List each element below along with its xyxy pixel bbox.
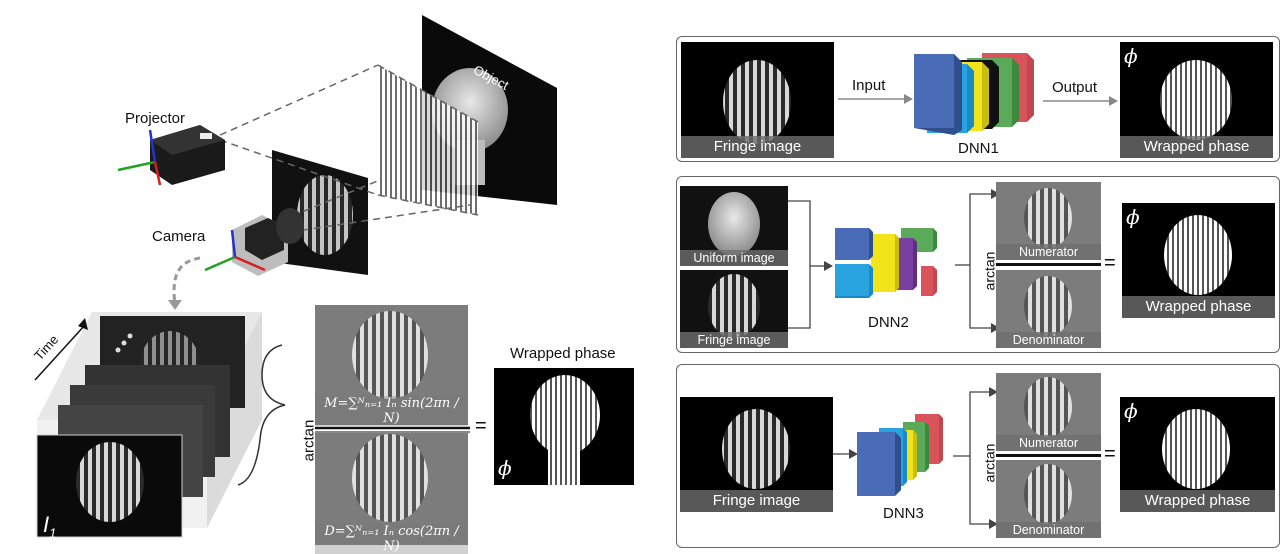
panel1-output-label: Output (1052, 79, 1098, 96)
fringe-screen (378, 65, 478, 215)
projector-axes (117, 129, 162, 186)
setup-scene (34, 15, 634, 545)
panel3-numerator-caption: Numerator (996, 435, 1101, 451)
projector (150, 125, 225, 185)
panel3-denominator-caption: Denominator (996, 522, 1101, 538)
panel2-output-bracket (955, 189, 1000, 333)
panel2-uniform-caption: Uniform image (680, 250, 788, 266)
camera (232, 208, 304, 276)
phi-symbol-left: ϕ (498, 456, 512, 480)
equals-left: = (475, 415, 487, 437)
panel2-denominator-caption: Denominator (996, 332, 1101, 348)
panel2-phi: ϕ (1126, 205, 1140, 229)
panel2-equals: = (1104, 252, 1116, 274)
dnn1-label: DNN1 (958, 140, 999, 157)
panel2-uniform-image: Uniform image (680, 186, 788, 266)
panel3-input-arrow (833, 449, 858, 459)
dnn3-label: DNN3 (883, 505, 924, 522)
projector-label: Projector (125, 110, 186, 127)
panel3-wrapped-image: Wrapped phase ϕ (1120, 397, 1275, 512)
panel3-fringe-image: Fringe image (680, 397, 833, 512)
panel3-equals: = (1104, 443, 1116, 465)
panel1-fringe-image: Fringe image (681, 42, 834, 158)
wrapped-phase-title: Wrapped phase (510, 345, 616, 362)
panel3-output-bracket (953, 387, 998, 529)
denominator-formula: D=∑ᴺₙ₌₁ Iₙ cos(2πn / N) (315, 524, 468, 554)
panel1-wrapped-caption: Wrapped phase (1120, 136, 1273, 158)
panel3-wrapped-caption: Wrapped phase (1120, 490, 1275, 512)
panel1-fringe-caption: Fringe image (681, 136, 834, 158)
time-arrow (34, 324, 86, 381)
panel2-fraction-bar (996, 263, 1101, 266)
panel2-wrapped-caption: Wrapped phase (1122, 296, 1275, 318)
panel2-wrapped-image: Wrapped phase ϕ (1122, 203, 1275, 318)
dnn1-network (914, 53, 1034, 135)
panel3-numerator-image: Numerator (996, 373, 1101, 451)
first-frame-label: I1 (43, 512, 57, 541)
panel2-numerator-image: Numerator (996, 182, 1101, 260)
panel1-input-label: Input (852, 77, 886, 94)
panel1-output-arrow (1043, 96, 1118, 106)
panel3-fraction-bar (996, 454, 1101, 457)
dnn3-network (857, 414, 943, 496)
panel2-numerator-caption: Numerator (996, 244, 1101, 260)
panel1-phi: ϕ (1124, 44, 1138, 68)
panel2-fringe-image: Fringe image (680, 270, 788, 348)
dnn2-network (835, 228, 937, 298)
camera-label: Camera (152, 228, 206, 245)
panel2-input-bracket (788, 200, 833, 329)
capture-arrow (172, 256, 201, 306)
panel1-input-arrow (838, 94, 913, 104)
numerator-formula: M=∑ᴺₙ₌₁ Iₙ sin(2πn / N) (315, 396, 468, 426)
panel3-fringe-caption: Fringe image (680, 490, 833, 512)
panel3-phi: ϕ (1124, 399, 1138, 423)
panel2-fringe-caption: Fringe image (680, 332, 788, 348)
panel3-denominator-image: Denominator (996, 460, 1101, 538)
brace (237, 344, 286, 486)
panel1-wrapped-image: Wrapped phase ϕ (1120, 42, 1273, 158)
panel2-denominator-image: Denominator (996, 270, 1101, 348)
image-stack (36, 312, 262, 538)
dnn2-label: DNN2 (868, 314, 909, 331)
camera-axes (204, 229, 266, 272)
